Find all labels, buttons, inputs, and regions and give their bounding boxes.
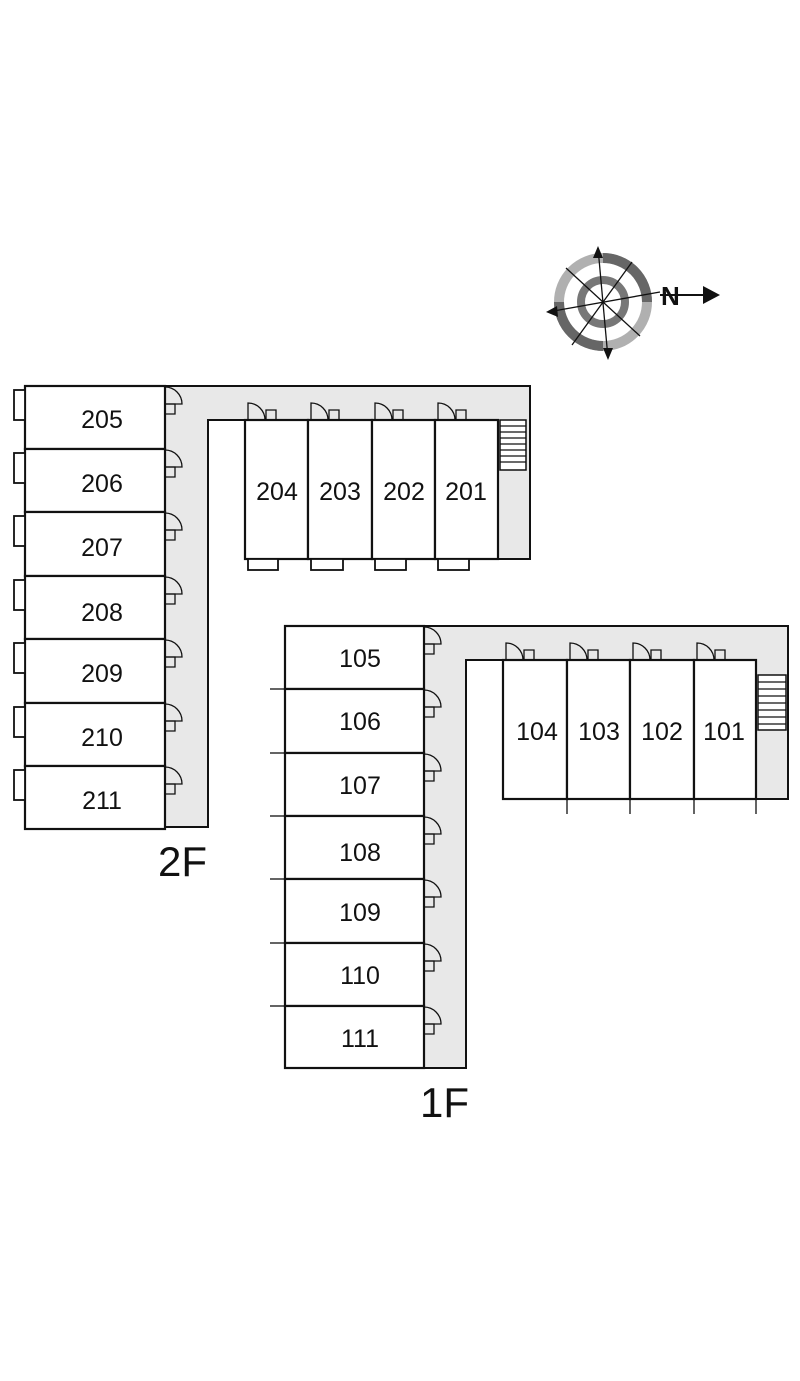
- unit-label-205: 205: [81, 406, 123, 434]
- unit-label-101: 101: [703, 718, 745, 746]
- unit-label-211: 211: [82, 787, 122, 815]
- unit-201: [433, 418, 500, 561]
- door-icon: [505, 642, 726, 661]
- unit-label-207: 207: [81, 534, 123, 562]
- unit-label-111: 111: [341, 1025, 379, 1053]
- floor-2-balconies-bottom: [247, 558, 470, 571]
- unit-104: [501, 658, 569, 801]
- floor-1-plan: [270, 624, 789, 1070]
- unit-label-209: 209: [81, 660, 123, 688]
- unit-label-110: 110: [340, 962, 380, 990]
- unit-label-208: 208: [81, 599, 123, 627]
- floor-2-stairs-icon: [499, 419, 527, 471]
- unit-label-102: 102: [641, 718, 683, 746]
- unit-label-107: 107: [339, 772, 381, 800]
- unit-206: [23, 447, 167, 514]
- unit-label-206: 206: [81, 470, 123, 498]
- north-label: N: [661, 281, 680, 311]
- floor-1-fence-ticks: [270, 630, 286, 1066]
- door-icon: [247, 402, 467, 421]
- floor-2-plan: [13, 384, 531, 831]
- unit-202: [370, 418, 437, 561]
- unit-label-201: 201: [445, 478, 487, 506]
- door-icon: [164, 386, 183, 795]
- unit-101: [692, 658, 758, 801]
- unit-label-210: 210: [81, 724, 123, 752]
- unit-label-109: 109: [339, 899, 381, 927]
- floor-1-stairs-icon: [757, 674, 787, 731]
- floor-2-balconies-left: [13, 389, 26, 801]
- unit-207: [23, 510, 167, 578]
- unit-209: [23, 637, 167, 705]
- unit-210: [23, 701, 167, 768]
- unit-label-202: 202: [383, 478, 425, 506]
- unit-110: [283, 941, 426, 1008]
- unit-108: [283, 814, 426, 881]
- unit-208: [23, 574, 167, 641]
- unit-label-204: 204: [256, 478, 298, 506]
- unit-label-104: 104: [516, 718, 558, 746]
- unit-107: [283, 751, 426, 818]
- unit-label-203: 203: [319, 478, 361, 506]
- floor-2-label: 2F: [158, 838, 207, 885]
- unit-label-106: 106: [339, 708, 381, 736]
- unit-label-105: 105: [339, 645, 381, 673]
- unit-106: [283, 687, 426, 755]
- unit-label-108: 108: [339, 839, 381, 867]
- unit-label-103: 103: [578, 718, 620, 746]
- floor-1-fence-ticks-bottom: [506, 798, 788, 814]
- door-icon: [423, 626, 442, 1035]
- compass-rose-icon: [546, 246, 720, 360]
- unit-203: [306, 418, 374, 561]
- floor-1-label: 1F: [420, 1079, 469, 1126]
- unit-211: [23, 764, 167, 831]
